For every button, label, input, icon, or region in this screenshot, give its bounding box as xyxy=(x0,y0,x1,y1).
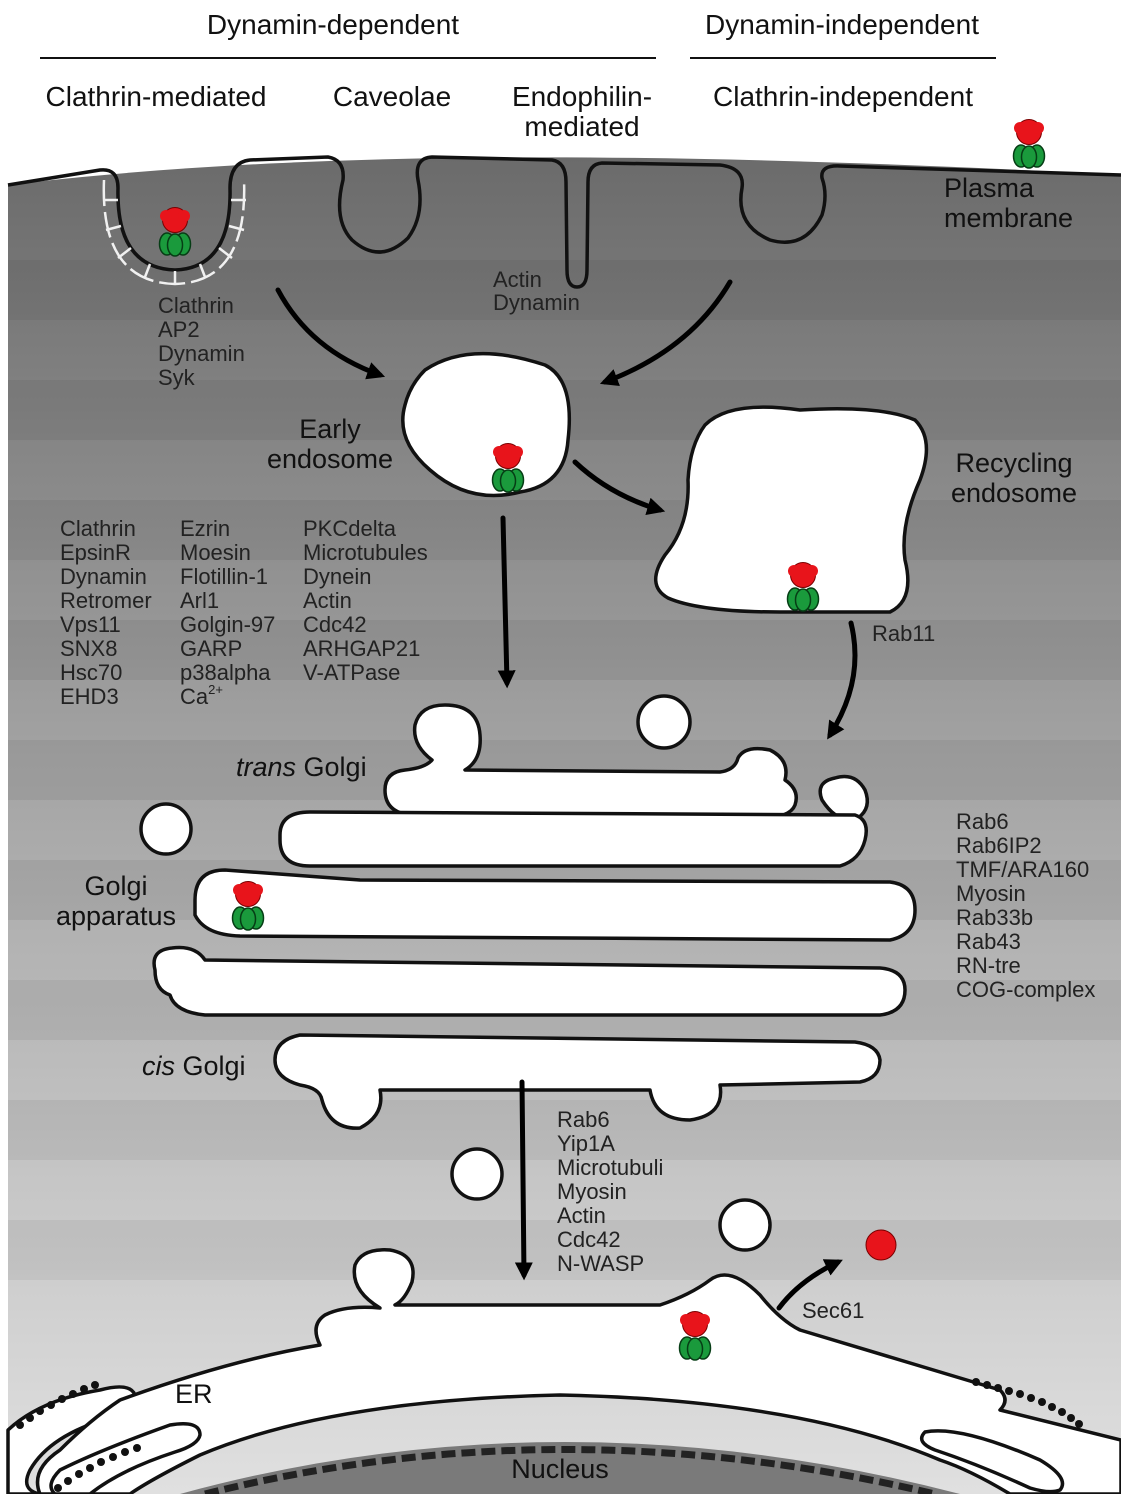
dynamin-dependent-header: Dynamin-dependent xyxy=(207,9,459,40)
factor-text: Hsc70 xyxy=(60,660,122,685)
factor-text: ARHGAP21 xyxy=(303,636,420,661)
factor-text: COG-complex xyxy=(956,977,1095,1002)
factor-text: Rab43 xyxy=(956,929,1021,954)
endophilin-label-line1: Endophilin- xyxy=(512,81,652,112)
factor-text: Dynamin xyxy=(158,341,245,366)
factor-text: Dynamin xyxy=(60,564,147,589)
caveolae-label: Caveolae xyxy=(333,81,451,112)
golgi-cisterna-3 xyxy=(195,870,915,940)
factor-text: Actin xyxy=(303,588,352,613)
cis-golgi-label: cis Golgi xyxy=(142,1051,246,1081)
er-exit-factor: Sec61 xyxy=(802,1298,864,1323)
trans-golgi-label: trans Golgi xyxy=(236,752,367,782)
recycling-endosome-label-line2: endosome xyxy=(951,478,1077,508)
clathrin-independent-label: Clathrin-independent xyxy=(713,81,973,112)
toxin-a-subunit-icon xyxy=(866,1230,896,1260)
factor-text: Actin xyxy=(493,267,542,292)
factor-text: Dynein xyxy=(303,564,371,589)
factor-text: EHD3 xyxy=(60,684,119,709)
factor-text: Golgin-97 xyxy=(180,612,275,637)
factor-text: Myosin xyxy=(557,1179,627,1204)
clathrin-mediated-label: Clathrin-mediated xyxy=(46,81,267,112)
golgi-cisterna-2 xyxy=(280,812,866,866)
recycling-factor: Rab11 xyxy=(872,621,935,646)
factor-text: Myosin xyxy=(956,881,1026,906)
dynamin-independent-header: Dynamin-independent xyxy=(705,9,979,40)
recycling-endosome xyxy=(656,407,927,612)
factor-text: Syk xyxy=(158,365,196,390)
factor-text: N-WASP xyxy=(557,1251,644,1276)
factor-text: Cdc42 xyxy=(557,1227,621,1252)
factor-text: RN-tre xyxy=(956,953,1021,978)
factor-text: Retromer xyxy=(60,588,152,613)
factor-text: Cdc42 xyxy=(303,612,367,637)
factor-text: p38alpha xyxy=(180,660,271,685)
factor-text: TMF/ARA160 xyxy=(956,857,1089,882)
endophilin-label-line2: mediated xyxy=(524,111,639,142)
factor-text: Clathrin xyxy=(60,516,136,541)
factor-text: SNX8 xyxy=(60,636,117,661)
factor-text: Microtubules xyxy=(303,540,428,565)
factor-text: Arl1 xyxy=(180,588,219,613)
factor-text: Vps11 xyxy=(60,612,121,637)
factor-text: Dynamin xyxy=(493,290,580,315)
recycling-endosome-label-line1: Recycling xyxy=(955,448,1072,478)
arrow-icon xyxy=(522,1082,524,1275)
golgi-apparatus-label-line1: Golgi xyxy=(84,871,147,901)
factor-text: Clathrin xyxy=(158,293,234,318)
factor-text: AP2 xyxy=(158,317,200,342)
factor-text: Rab33b xyxy=(956,905,1033,930)
plasma-membrane-label-line1: Plasma xyxy=(944,173,1035,203)
factor-text: Rab6 xyxy=(557,1107,610,1132)
factor-text: Microtubuli xyxy=(557,1155,663,1180)
factor-text: EpsinR xyxy=(60,540,131,565)
factor-text: Flotillin-1 xyxy=(180,564,268,589)
nucleus-label: Nucleus xyxy=(511,1454,609,1484)
factor-text: PKCdelta xyxy=(303,516,397,541)
vesicle-icon xyxy=(638,696,690,748)
factor-text: Yip1A xyxy=(557,1131,615,1156)
ab5-toxin-icon xyxy=(1014,120,1045,169)
factor-text: Rab6 xyxy=(956,809,1009,834)
vesicle-icon xyxy=(141,804,191,854)
factor-text: Actin xyxy=(557,1203,606,1228)
plasma-membrane-label-line2: membrane xyxy=(944,203,1073,233)
factor-text: Rab6IP2 xyxy=(956,833,1042,858)
factor-text: Ezrin xyxy=(180,516,230,541)
er-label: ER xyxy=(175,1379,213,1409)
early-endosome-label-line1: Early xyxy=(299,414,361,444)
golgi-apparatus-label-line2: apparatus xyxy=(56,901,176,931)
factor-text: V-ATPase xyxy=(303,660,400,685)
factor-text: GARP xyxy=(180,636,242,661)
early-endosome-label-line2: endosome xyxy=(267,444,393,474)
vesicle-icon xyxy=(720,1200,770,1250)
vesicle-icon xyxy=(452,1149,502,1199)
factor-text: Moesin xyxy=(180,540,251,565)
